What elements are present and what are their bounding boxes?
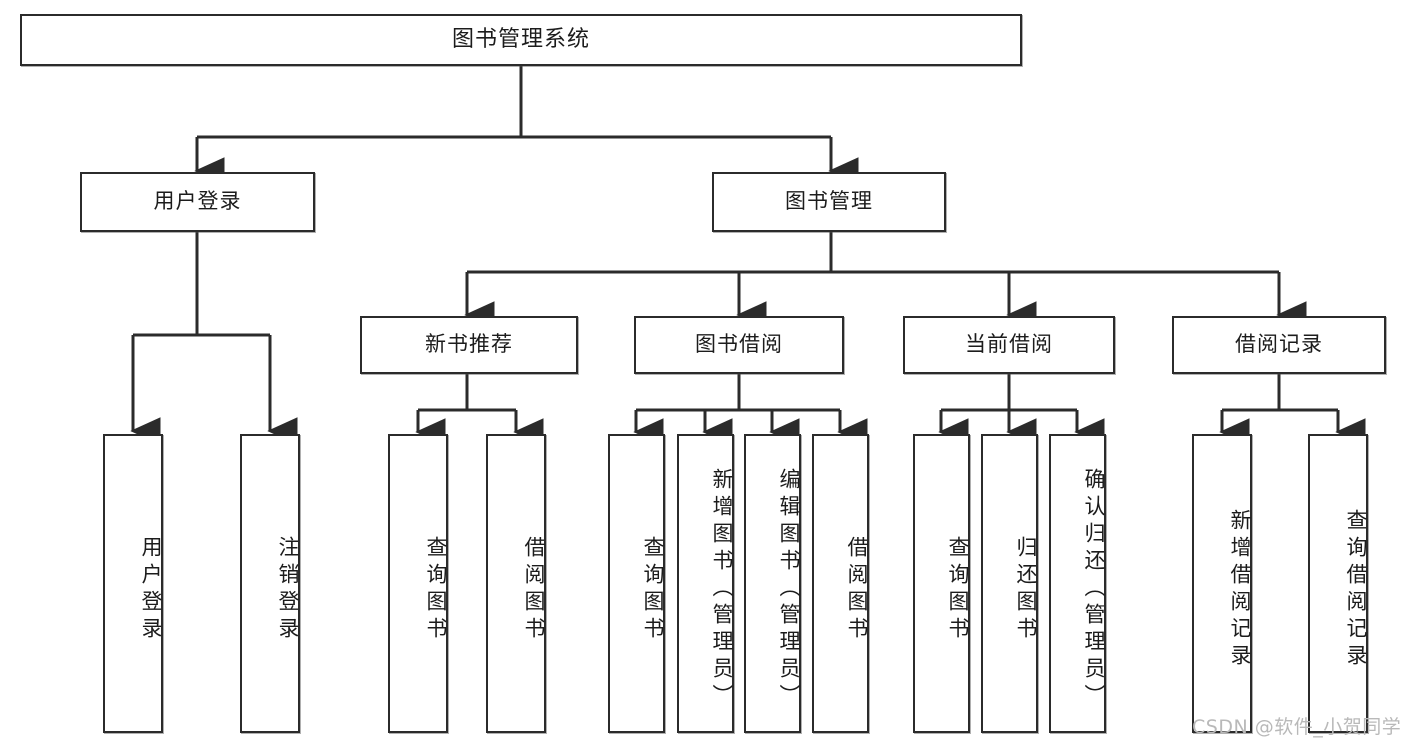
node-user-login[interactable]: 用户登录	[80, 172, 315, 232]
leaf-logout[interactable]: 注销登录	[240, 434, 300, 733]
node-label: 当前借阅	[965, 332, 1053, 357]
node-label: 新书推荐	[425, 332, 513, 357]
node-label: 编辑图书（管理员）	[777, 468, 801, 711]
leaf-add-book-admin[interactable]: 新增图书（管理员）	[677, 434, 734, 733]
node-label: 归还图书	[1014, 535, 1038, 644]
node-label: 查询借阅记录	[1344, 508, 1368, 671]
node-label: 借阅记录	[1235, 332, 1323, 357]
node-label: 新增借阅记录	[1228, 508, 1252, 671]
leaf-add-borrow-record[interactable]: 新增借阅记录	[1192, 434, 1252, 733]
node-label: 用户登录	[153, 189, 242, 214]
node-label: 查询图书	[424, 535, 448, 644]
node-root-system[interactable]: 图书管理系统	[20, 14, 1022, 66]
node-book-management[interactable]: 图书管理	[712, 172, 946, 232]
node-label: 图书管理	[785, 189, 873, 214]
leaf-borrow-book-recommend[interactable]: 借阅图书	[486, 434, 546, 733]
node-book-borrow[interactable]: 图书借阅	[634, 316, 844, 374]
node-label: 新增图书（管理员）	[710, 468, 734, 711]
leaf-query-borrow-record[interactable]: 查询借阅记录	[1308, 434, 1368, 733]
leaf-confirm-return-admin[interactable]: 确认归还（管理员）	[1049, 434, 1106, 733]
node-label: 借阅图书	[845, 535, 869, 644]
node-new-book-recommend[interactable]: 新书推荐	[360, 316, 578, 374]
node-label: 注销登录	[276, 535, 300, 644]
leaf-query-book-borrow[interactable]: 查询图书	[608, 434, 665, 733]
leaf-query-book-current[interactable]: 查询图书	[913, 434, 970, 733]
node-label: 图书管理系统	[451, 26, 590, 52]
node-label: 确认归还（管理员）	[1082, 468, 1106, 711]
node-label: 查询图书	[641, 535, 665, 644]
leaf-query-book-recommend[interactable]: 查询图书	[388, 434, 448, 733]
node-label: 用户登录	[139, 535, 163, 644]
leaf-user-login[interactable]: 用户登录	[103, 434, 163, 733]
node-label: 图书借阅	[695, 332, 783, 357]
node-label: 查询图书	[946, 535, 970, 644]
leaf-borrow-book[interactable]: 借阅图书	[812, 434, 869, 733]
node-label: 借阅图书	[522, 535, 546, 644]
node-current-borrow[interactable]: 当前借阅	[903, 316, 1115, 374]
leaf-edit-book-admin[interactable]: 编辑图书（管理员）	[744, 434, 801, 733]
node-borrow-record[interactable]: 借阅记录	[1172, 316, 1386, 374]
leaf-return-book[interactable]: 归还图书	[981, 434, 1038, 733]
csdn-watermark: CSDN @软件_小贺同学	[1192, 716, 1402, 738]
